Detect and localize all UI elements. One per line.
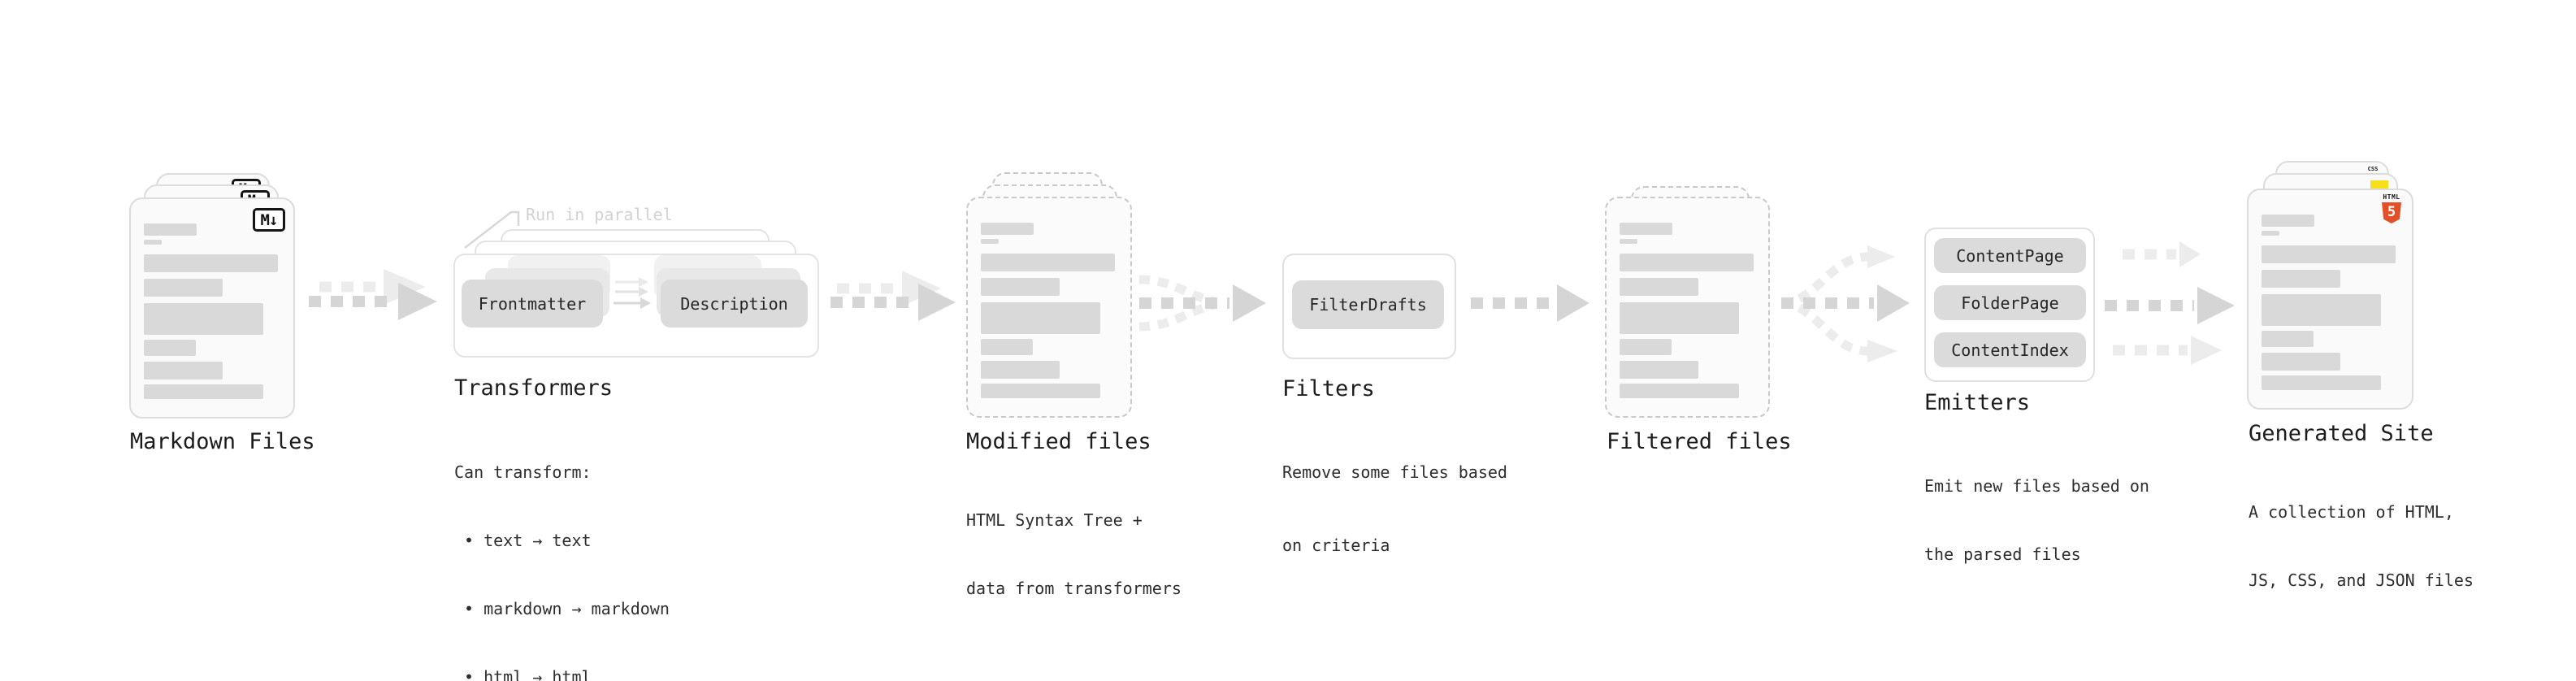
placeholder-text-bar <box>981 223 1034 235</box>
transformers-description-line: • text → text <box>464 531 592 550</box>
placeholder-text-bar <box>1620 278 1698 296</box>
placeholder-text-bar <box>981 361 1060 379</box>
arrow-modified-to-filters <box>1138 275 1266 332</box>
markdown-files-label: Markdown Files <box>130 429 315 454</box>
placeholder-text-bar <box>2262 331 2314 347</box>
generated-site-description-line: A collection of HTML, <box>2249 502 2454 522</box>
placeholder-text-bar <box>144 240 162 245</box>
placeholder-text-bar <box>1620 223 1672 235</box>
placeholder-text-bar <box>2262 294 2381 326</box>
generated-site-description-line: JS, CSS, and JSON files <box>2249 570 2474 590</box>
transformers-description-line: • html → html <box>464 667 592 681</box>
modified-files-label: Modified files <box>966 429 1151 454</box>
arrow-markdown-to-transformers <box>309 269 437 320</box>
doc-content-bars <box>144 223 278 399</box>
placeholder-text-bar <box>144 384 263 399</box>
placeholder-text-bar <box>144 362 223 380</box>
modified-file-card-front <box>966 197 1132 418</box>
placeholder-text-bar <box>981 302 1100 334</box>
transformers-description-line: • markdown → markdown <box>464 599 670 618</box>
placeholder-text-bar <box>144 254 278 272</box>
markdown-icon: M↓ <box>253 208 285 232</box>
placeholder-text-bar <box>981 254 1115 271</box>
generated-site-card-front: HTML 5 <box>2247 189 2413 410</box>
placeholder-text-bar <box>144 223 197 236</box>
modified-files-description-line: data from transformers <box>966 579 1182 598</box>
modified-files-description: HTML Syntax Tree + data from transformer… <box>966 463 1182 645</box>
transformers-heading: Transformers <box>454 375 614 401</box>
placeholder-text-bar <box>981 239 999 244</box>
description-chip: Description <box>661 280 808 327</box>
placeholder-text-bar <box>2262 270 2340 288</box>
placeholder-text-bar <box>981 278 1060 296</box>
placeholder-text-bar <box>2262 231 2279 236</box>
doc-content-bars <box>1620 223 1754 398</box>
placeholder-text-bar <box>1620 384 1739 398</box>
placeholder-text-bar <box>1620 302 1739 334</box>
transformers-description-line: Can transform: <box>454 462 592 482</box>
generated-site-label: Generated Site <box>2249 421 2434 446</box>
doc-content-bars <box>2262 215 2396 390</box>
folderpage-chip: FolderPage <box>1934 285 2086 320</box>
arrow-transformers-to-modified <box>830 271 956 321</box>
placeholder-text-bar <box>1620 361 1698 379</box>
filters-description-line: on criteria <box>1282 536 1390 555</box>
modified-files-description-line: HTML Syntax Tree + <box>966 510 1143 530</box>
filters-heading: Filters <box>1282 376 1375 401</box>
placeholder-text-bar <box>981 339 1033 355</box>
html5-icon: HTML 5 <box>2381 193 2402 223</box>
doc-content-bars <box>981 223 1115 398</box>
filters-description: Remove some files based on criteria <box>1282 411 1507 606</box>
contentpage-chip: ContentPage <box>1934 238 2086 273</box>
placeholder-text-bar <box>1620 339 1672 355</box>
css-icon-label: CSS <box>2367 166 2379 172</box>
placeholder-text-bar <box>144 303 263 335</box>
placeholder-text-bar <box>2262 353 2340 371</box>
contentindex-chip: ContentIndex <box>1934 332 2086 367</box>
placeholder-text-bar <box>144 340 196 356</box>
emitters-description: Emit new files based on the parsed files <box>1924 429 2149 611</box>
placeholder-text-bar <box>2262 245 2396 263</box>
filters-description-line: Remove some files based <box>1282 462 1507 482</box>
markdown-file-card-front: M↓ <box>129 197 295 419</box>
emitters-description-line: Emit new files based on <box>1924 476 2149 496</box>
placeholder-text-bar <box>1620 254 1754 271</box>
arrow-emitters-to-generated <box>2105 241 2235 365</box>
filtered-file-card-front <box>1605 197 1770 418</box>
generated-site-description: A collection of HTML, JS, CSS, and JSON … <box>2249 455 2474 637</box>
transformers-description: Can transform: • text → text • markdown … <box>454 415 670 681</box>
placeholder-text-bar <box>981 384 1100 398</box>
filterdrafts-chip: FilterDrafts <box>1292 280 1444 329</box>
placeholder-text-bar <box>1620 239 1637 244</box>
frontmatter-chip: Frontmatter <box>462 280 603 327</box>
html5-icon-shield: 5 <box>2382 202 2401 223</box>
html5-icon-label: HTML <box>2383 193 2400 201</box>
javascript-icon <box>2370 180 2388 189</box>
placeholder-text-bar <box>144 279 223 297</box>
filtered-files-label: Filtered files <box>1607 429 1792 454</box>
run-in-parallel-note: Run in parallel <box>526 205 673 224</box>
placeholder-text-bar <box>2262 375 2381 390</box>
arrow-filters-to-filtered <box>1471 284 1589 322</box>
arrow-filtered-to-emitters <box>1780 245 1910 362</box>
placeholder-text-bar <box>2262 215 2314 227</box>
emitters-description-line: the parsed files <box>1924 544 2081 564</box>
emitters-heading: Emitters <box>1924 390 2031 415</box>
